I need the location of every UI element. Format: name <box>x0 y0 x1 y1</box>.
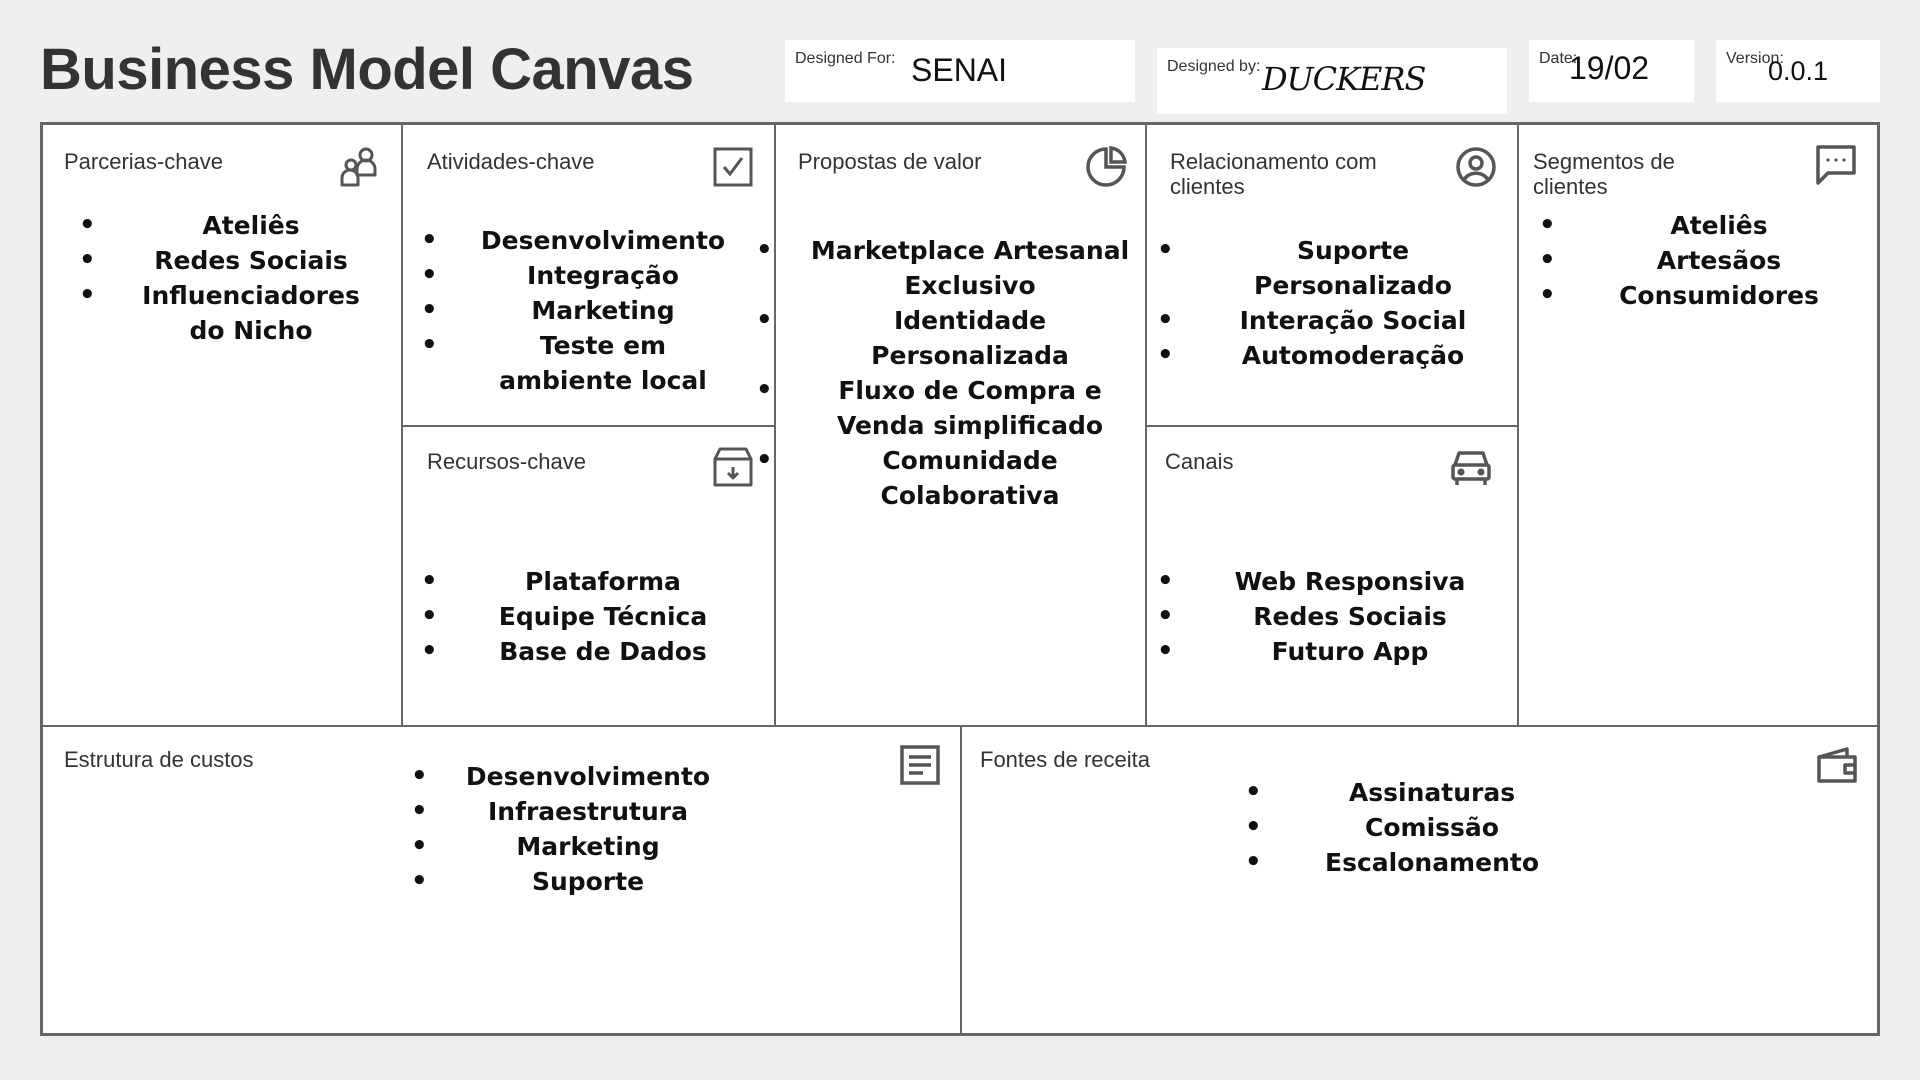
document-icon <box>898 743 942 787</box>
list-item: Artesãos <box>1539 243 1847 278</box>
block-customer-relationships: Relacionamento com clientes Suporte Pers… <box>1147 125 1517 425</box>
block-cost-structure: Estrutura de custos Desenvolvimento Infr… <box>43 727 960 1033</box>
list-item: Escalonamento <box>1245 845 1567 880</box>
list-item: Ateliês <box>1539 208 1847 243</box>
designed-for-label: Designed For: <box>795 50 896 67</box>
list-item: Identidade Personalizada <box>756 303 1132 373</box>
date-value: 19/02 <box>1569 50 1650 86</box>
list-item: Suporte Personalizado <box>1157 233 1497 303</box>
item-list: Assinaturas Comissão Escalonamento <box>1245 775 1567 880</box>
designed-for-value: SENAI <box>911 52 1008 88</box>
list-item: Ateliês <box>79 208 371 243</box>
list-item: Web Responsiva <box>1157 564 1491 599</box>
archive-box-icon <box>711 445 755 489</box>
item-list: Web Responsiva Redes Sociais Futuro App <box>1157 564 1491 669</box>
version-value: 0.0.1 <box>1768 56 1829 86</box>
list-item: Integração <box>421 258 733 293</box>
version-label: Version: <box>1726 50 1784 67</box>
list-item: Equipe Técnica <box>421 599 733 634</box>
item-list: Ateliês Redes Sociais Influenciadores do… <box>79 208 371 348</box>
chat-bubble-icon <box>1814 143 1858 187</box>
divider <box>401 425 776 427</box>
list-item: Automoderação <box>1157 338 1497 373</box>
wallet-icon <box>1815 743 1859 787</box>
list-item: Plataforma <box>421 564 733 599</box>
item-list: Ateliês Artesãos Consumidores <box>1539 208 1847 313</box>
block-revenue-streams: Fontes de receita Assinaturas Comissão E… <box>962 727 1877 1033</box>
designed-for-field[interactable]: Designed For: SENAI <box>785 40 1135 102</box>
designed-by-label: Designed by: <box>1167 58 1261 75</box>
item-list: Desenvolvimento Integração Marketing Tes… <box>421 223 733 398</box>
block-title: Canais <box>1165 449 1234 474</box>
block-title: Estrutura de custos <box>64 747 254 772</box>
designed-by-value: DUCKERS <box>1262 60 1426 98</box>
block-title: Parcerias-chave <box>64 149 223 174</box>
business-model-canvas: Parcerias-chave Ateliês Redes Sociais In… <box>40 122 1880 1036</box>
date-label: Date: <box>1539 50 1578 67</box>
list-item: Comunidade Colaborativa <box>756 443 1132 513</box>
list-item: Marketing <box>411 829 713 864</box>
list-item: Fluxo de Compra e Venda simplificado <box>756 373 1132 443</box>
list-item: Marketplace Artesanal Exclusivo <box>756 233 1132 303</box>
date-field[interactable]: Date: 19/02 <box>1529 40 1694 102</box>
list-item: Infraestrutura <box>411 794 713 829</box>
list-item: Assinaturas <box>1245 775 1567 810</box>
divider <box>960 725 962 1033</box>
block-key-partners: Parcerias-chave Ateliês Redes Sociais In… <box>43 125 401 725</box>
user-circle-icon <box>1454 145 1498 189</box>
page-title: Business Model Canvas <box>40 37 694 102</box>
block-title: Segmentos de clientes <box>1533 149 1675 199</box>
pie-chart-icon <box>1084 145 1128 189</box>
block-title: Fontes de receita <box>980 747 1150 772</box>
list-item: Base de Dados <box>421 634 733 669</box>
block-key-resources: Recursos-chave Plataforma Equipe Técnica… <box>403 427 774 725</box>
list-item: Comissão <box>1245 810 1567 845</box>
list-item: Futuro App <box>1157 634 1491 669</box>
list-item: Consumidores <box>1539 278 1847 313</box>
block-title: Recursos-chave <box>427 449 586 474</box>
block-title: Propostas de valor <box>798 149 982 174</box>
list-item: Redes Sociais <box>79 243 371 278</box>
list-item: Teste em ambiente local <box>421 328 733 398</box>
block-key-activities: Atividades-chave Desenvolvimento Integra… <box>403 125 774 425</box>
block-title: Atividades-chave <box>427 149 595 174</box>
block-customer-segments: Segmentos de clientes Ateliês Artesãos C… <box>1519 125 1877 725</box>
partners-icon <box>338 145 382 189</box>
item-list: Plataforma Equipe Técnica Base de Dados <box>421 564 733 669</box>
block-channels: Canais Web Responsiva Redes Sociais Futu… <box>1147 427 1517 725</box>
list-item: Marketing <box>421 293 733 328</box>
block-value-propositions: Propostas de valor Marketplace Artesanal… <box>756 125 1145 725</box>
item-list: Suporte Personalizado Interação Social A… <box>1157 233 1497 373</box>
list-item: Redes Sociais <box>1157 599 1491 634</box>
list-item: Interação Social <box>1157 303 1497 338</box>
list-item: Suporte <box>411 864 713 899</box>
list-item: Influenciadores do Nicho <box>79 278 371 348</box>
divider <box>1145 425 1519 427</box>
car-icon <box>1449 445 1493 489</box>
list-item: Desenvolvimento <box>411 759 713 794</box>
checkbox-icon <box>711 145 755 189</box>
designed-by-field[interactable]: Designed by: DUCKERS <box>1157 48 1507 114</box>
item-list: Marketplace Artesanal Exclusivo Identida… <box>756 233 1132 513</box>
version-field[interactable]: Version: 0.0.1 <box>1716 40 1880 102</box>
block-title: Relacionamento com clientes <box>1170 149 1377 199</box>
item-list: Desenvolvimento Infraestrutura Marketing… <box>411 759 713 899</box>
list-item: Desenvolvimento <box>421 223 733 258</box>
